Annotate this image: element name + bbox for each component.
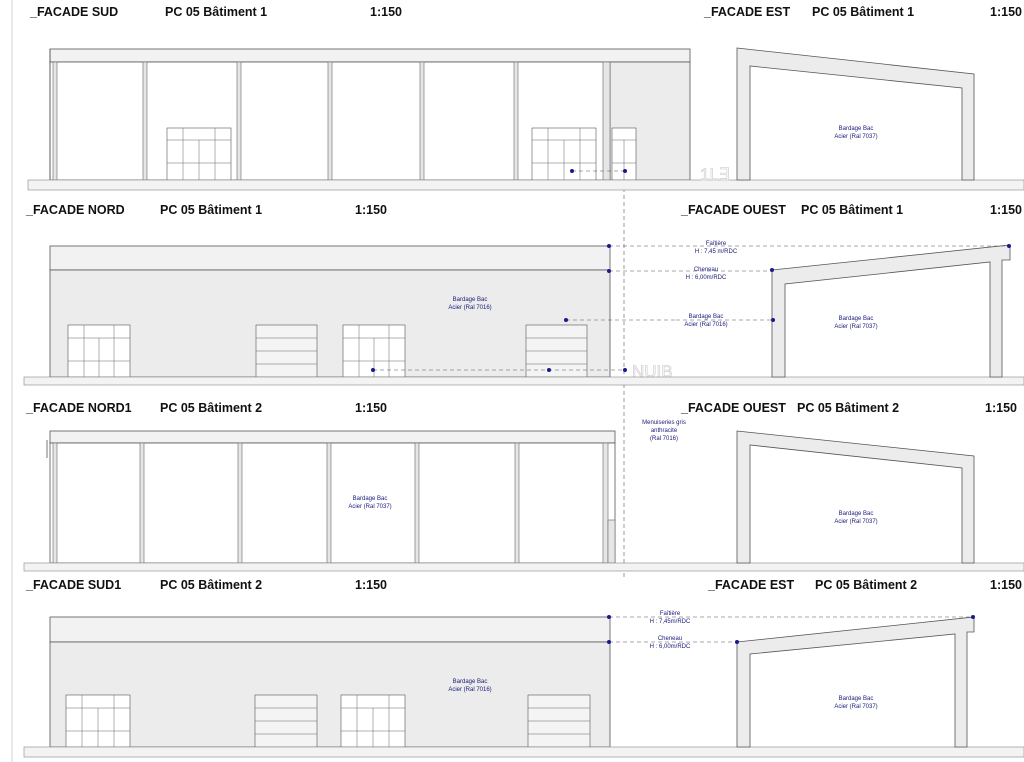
elevation-facade-sud-b1 xyxy=(27,48,1024,191)
annotation-leader-dot xyxy=(623,368,627,372)
title-facade-nord-b1: _FACADE NORD PC 05 Bâtiment 1 1:150 xyxy=(25,203,387,217)
svg-text:Acier (Ral 7016): Acier (Ral 7016) xyxy=(448,687,491,693)
svg-text:_FACADE EST: _FACADE EST xyxy=(707,578,794,592)
svg-text:PC 05 Bâtiment 2: PC 05 Bâtiment 2 xyxy=(160,401,262,415)
elevation-facade-est-b2: Faîtière H : 7,45m/RDC Cheneau H : 6,00m… xyxy=(607,611,975,748)
svg-text:anthracite: anthracite xyxy=(651,428,678,434)
annotation-leader-dot xyxy=(771,318,775,322)
window xyxy=(67,324,131,378)
title-facade-sud1-b2: _FACADE SUD1 PC 05 Bâtiment 2 1:150 xyxy=(25,578,387,592)
svg-text:_FACADE OUEST: _FACADE OUEST xyxy=(680,401,786,415)
svg-text:_FACADE SUD: _FACADE SUD xyxy=(29,5,118,19)
menuiseries-annotation: Menuiseries gris anthracite (Ral 7016) xyxy=(642,420,686,442)
svg-text:_FACADE EST: _FACADE EST xyxy=(703,5,790,19)
svg-text:1:150: 1:150 xyxy=(990,203,1022,217)
svg-text:1:150: 1:150 xyxy=(990,578,1022,592)
annotation-leader-dot xyxy=(547,368,551,372)
elevation-facade-nord1-b2: Bardage Bac Acier (Ral 7037) Menuiseries… xyxy=(23,420,1024,572)
svg-text:H : 6,00m/RDC: H : 6,00m/RDC xyxy=(686,275,727,281)
svg-text:PC 05 Bâtiment 2: PC 05 Bâtiment 2 xyxy=(160,578,262,592)
annotation-leader-dot xyxy=(770,268,774,272)
annotation-leader-dot xyxy=(564,318,568,322)
ground-line xyxy=(27,179,1024,191)
svg-text:Faîtière: Faîtière xyxy=(660,611,681,617)
annotation-leader-dot xyxy=(607,640,611,644)
ground-line xyxy=(23,562,1024,572)
ground-line xyxy=(23,746,1024,758)
svg-text:PC 05 Bâtiment 1: PC 05 Bâtiment 1 xyxy=(160,203,262,217)
ghost-text: 1L∃ xyxy=(700,165,730,184)
title-facade-nord1-b2: _FACADE NORD1 PC 05 Bâtiment 2 1:150 xyxy=(25,401,387,415)
sectional-door xyxy=(527,694,591,748)
svg-text:1:150: 1:150 xyxy=(355,203,387,217)
sectional-door xyxy=(525,324,588,378)
svg-text:PC 05 Bâtiment 2: PC 05 Bâtiment 2 xyxy=(815,578,917,592)
svg-text:Acier (Ral 7037): Acier (Ral 7037) xyxy=(348,504,391,510)
annotation-leader-dot xyxy=(1007,244,1011,248)
svg-text:Acier (Ral 7016): Acier (Ral 7016) xyxy=(684,322,727,328)
annotation-leader-dot xyxy=(570,169,574,173)
svg-text:Bardage Bac: Bardage Bac xyxy=(839,126,874,132)
svg-text:Bardage Bac: Bardage Bac xyxy=(839,696,874,702)
svg-text:Bardage Bac: Bardage Bac xyxy=(453,679,488,685)
sectional-door xyxy=(254,694,318,748)
svg-text:Bardage Bac: Bardage Bac xyxy=(839,511,874,517)
ghost-text: NUIB xyxy=(632,362,673,381)
svg-text:H : 7,45 m/RDC: H : 7,45 m/RDC xyxy=(695,249,738,255)
window xyxy=(340,694,406,748)
window xyxy=(65,694,131,748)
svg-text:Bardage Bac: Bardage Bac xyxy=(689,314,724,320)
svg-text:_FACADE NORD: _FACADE NORD xyxy=(25,203,125,217)
title-facade-est-b2: _FACADE EST PC 05 Bâtiment 2 1:150 xyxy=(707,578,1022,592)
svg-text:1:150: 1:150 xyxy=(985,401,1017,415)
svg-text:_FACADE NORD1: _FACADE NORD1 xyxy=(25,401,132,415)
svg-text:1:150: 1:150 xyxy=(990,5,1022,19)
svg-text:PC 05 Bâtiment 1: PC 05 Bâtiment 1 xyxy=(812,5,914,19)
annotation-leader-dot xyxy=(607,244,611,248)
svg-text:Cheneau: Cheneau xyxy=(694,267,718,273)
svg-text:Acier (Ral 7037): Acier (Ral 7037) xyxy=(834,134,877,140)
annotation-leader-dot xyxy=(623,169,627,173)
svg-text:Acier (Ral 7016): Acier (Ral 7016) xyxy=(448,305,491,311)
svg-text:_FACADE OUEST: _FACADE OUEST xyxy=(680,203,786,217)
title-facade-sud-b1: _FACADE SUD PC 05 Bâtiment 1 1:150 xyxy=(29,5,402,19)
svg-text:Acier (Ral 7037): Acier (Ral 7037) xyxy=(834,704,877,710)
annotation-leader-dot xyxy=(607,615,611,619)
svg-text:Menuiseries gris: Menuiseries gris xyxy=(642,420,686,426)
sectional-door xyxy=(255,324,318,378)
svg-text:PC 05 Bâtiment 1: PC 05 Bâtiment 1 xyxy=(165,5,267,19)
title-facade-est-b1: _FACADE EST PC 05 Bâtiment 1 1:150 xyxy=(703,5,1022,19)
annotation-leader-dot xyxy=(607,269,611,273)
svg-text:H : 7,45m/RDC: H : 7,45m/RDC xyxy=(650,619,691,625)
elevation-facade-ouest-b2: Bardage Bac Acier (Ral 7037) xyxy=(736,430,975,564)
ground-line xyxy=(23,376,1024,386)
window xyxy=(531,127,597,181)
svg-text:1:150: 1:150 xyxy=(355,578,387,592)
svg-text:1:150: 1:150 xyxy=(370,5,402,19)
svg-text:H : 6,00m/RDC: H : 6,00m/RDC xyxy=(650,644,691,650)
svg-text:Bardage Bac: Bardage Bac xyxy=(839,316,874,322)
elevation-facade-sud1-b2: Bardage Bac Acier (Ral 7016) xyxy=(23,616,1024,758)
svg-text:(Ral 7016): (Ral 7016) xyxy=(650,436,678,442)
svg-text:Acier (Ral 7037): Acier (Ral 7037) xyxy=(834,519,877,525)
svg-text:Acier (Ral 7037): Acier (Ral 7037) xyxy=(834,324,877,330)
annotation-leader-dot xyxy=(371,368,375,372)
annotation-leader-dot xyxy=(971,615,975,619)
title-facade-ouest-b2: _FACADE OUEST PC 05 Bâtiment 2 1:150 xyxy=(680,401,1017,415)
svg-text:Cheneau: Cheneau xyxy=(658,636,682,642)
svg-text:PC 05 Bâtiment 2: PC 05 Bâtiment 2 xyxy=(797,401,899,415)
title-facade-ouest-b1: _FACADE OUEST PC 05 Bâtiment 1 1:150 xyxy=(680,203,1022,217)
svg-text:Faîtière: Faîtière xyxy=(706,241,727,247)
window xyxy=(166,127,232,181)
elevation-facade-nord-b1: Bardage Bac Acier (Ral 7016) NUIB xyxy=(23,245,1024,386)
annotation-leader-dot xyxy=(735,640,739,644)
svg-text:PC 05 Bâtiment 1: PC 05 Bâtiment 1 xyxy=(801,203,903,217)
elevation-facade-ouest-b1: Faîtière H : 7,45 m/RDC Cheneau H : 6,00… xyxy=(607,241,1011,378)
svg-text:1:150: 1:150 xyxy=(355,401,387,415)
elevation-facade-est-b1: 1L∃ Bardage Bac Acier (Ral 7037) xyxy=(700,47,975,184)
svg-text:Bardage Bac: Bardage Bac xyxy=(353,496,388,502)
svg-text:_FACADE SUD1: _FACADE SUD1 xyxy=(25,578,121,592)
svg-text:Bardage Bac: Bardage Bac xyxy=(453,297,488,303)
